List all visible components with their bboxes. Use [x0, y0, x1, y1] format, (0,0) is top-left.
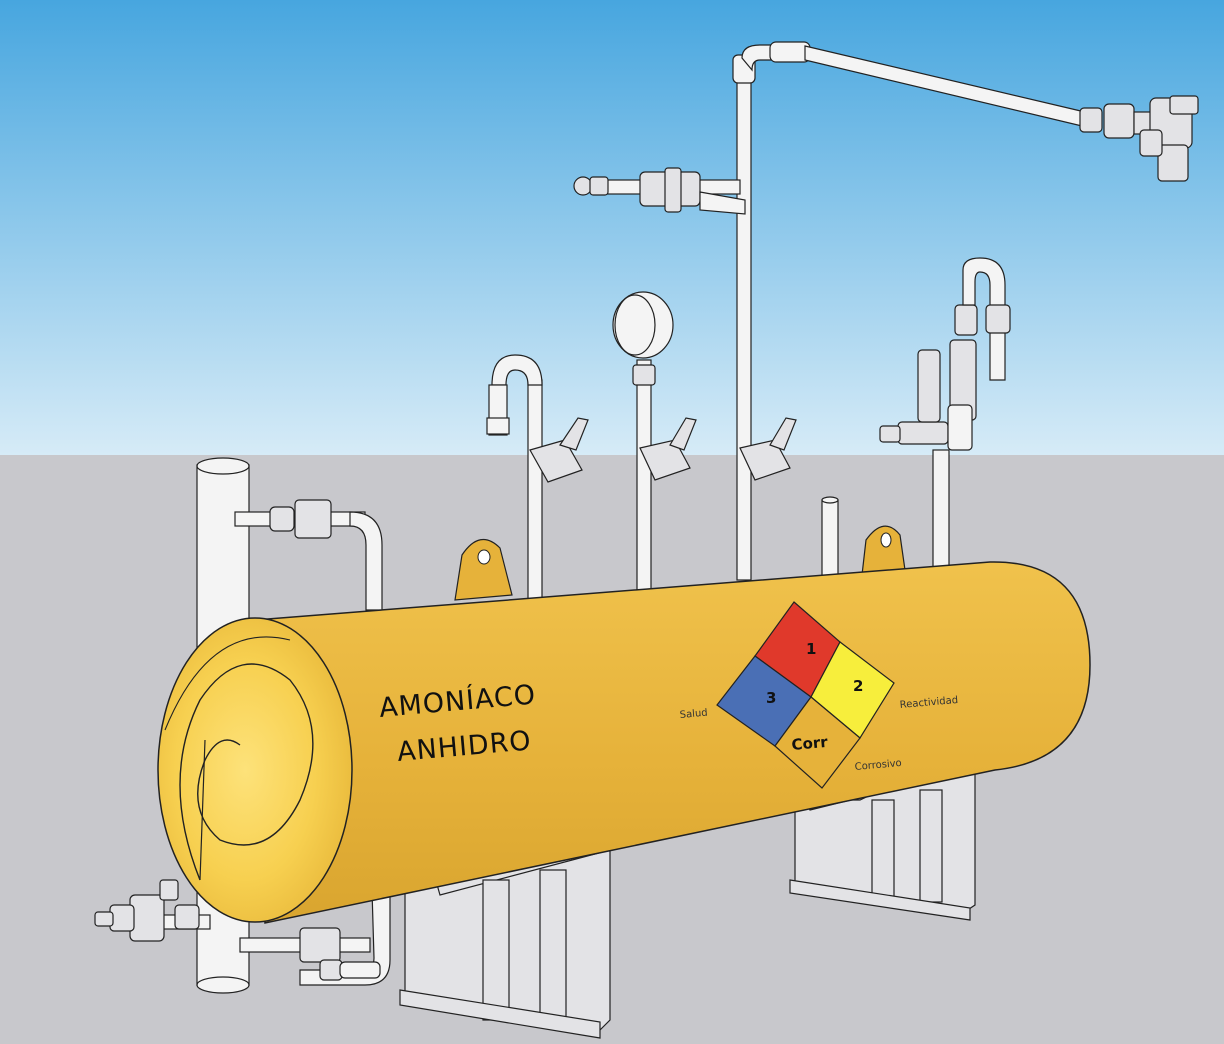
nfpa-reactivity-value: 2 [853, 677, 863, 695]
nfpa-flammability-value: 1 [806, 640, 816, 658]
sky [0, 0, 1224, 455]
nfpa-diamond: 1 2 3 Corr Salud Reactividad Corrosivo [679, 601, 959, 789]
top-nozzles [486, 257, 1011, 601]
nfpa-health-label: Salud [679, 708, 708, 721]
nfpa-special-value: Corr [791, 733, 829, 754]
nfpa-special-quadrant [774, 696, 861, 789]
nfpa-special-label: Corrosivo [854, 758, 902, 773]
tank-saddles [399, 741, 981, 1039]
liquid-outlet-valves [94, 879, 211, 942]
ammonia-tank: AMONÍACO ANHIDRO [157, 561, 1091, 924]
top-left-bypass [234, 499, 383, 611]
side-branch-valve [573, 167, 746, 215]
bottom-left-bypass [239, 889, 391, 986]
nfpa-health-value: 3 [766, 689, 776, 707]
lifting-lugs [454, 525, 906, 601]
nfpa-reactivity-label: Reactividad [899, 695, 958, 711]
